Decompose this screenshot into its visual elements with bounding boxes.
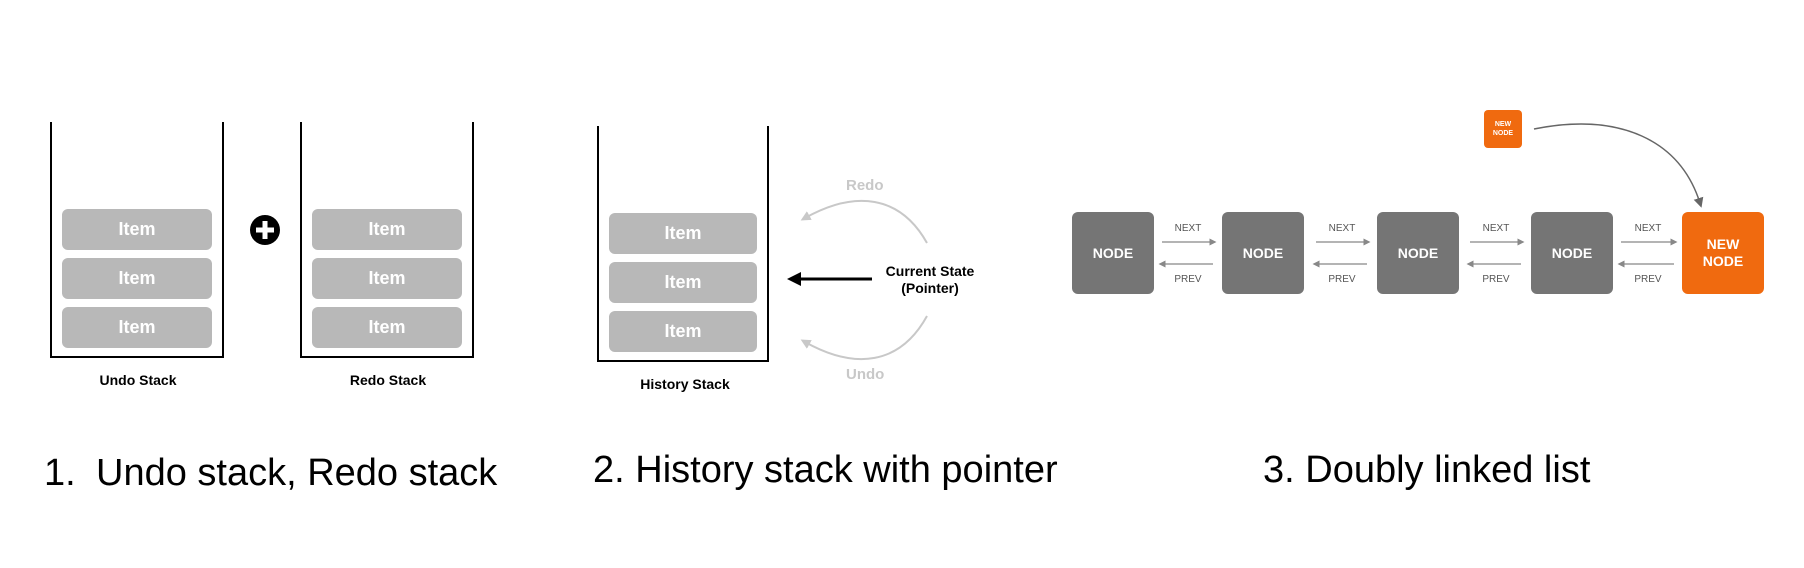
redo-stack-item: Item bbox=[312, 258, 462, 299]
caption-undo-redo-number: 1. bbox=[44, 452, 76, 494]
history-stack: Item Item Item bbox=[597, 126, 769, 362]
redo-stack-label: Redo Stack bbox=[349, 372, 427, 388]
next-label: NEXT bbox=[1634, 223, 1662, 234]
prev-label: PREV bbox=[1482, 274, 1510, 285]
new-node-line1: NEW bbox=[1706, 236, 1740, 252]
redo-stack-item: Item bbox=[312, 307, 462, 348]
history-stack-label: History Stack bbox=[640, 376, 730, 392]
next-label: NEXT bbox=[1174, 223, 1202, 234]
redo-stack-item: Item bbox=[312, 209, 462, 250]
current-state-title: Current State bbox=[885, 263, 975, 279]
undo-arrow bbox=[800, 315, 928, 361]
insert-arrow bbox=[1533, 123, 1704, 208]
undo-stack-item: Item bbox=[62, 307, 212, 348]
history-stack-item: Item bbox=[609, 311, 757, 352]
incoming-new-node: NEW NODE bbox=[1484, 110, 1522, 148]
caption-undo-redo: Undo stack, Redo stack bbox=[96, 452, 498, 494]
incoming-node-line2: NODE bbox=[1492, 130, 1514, 137]
current-state-subtitle: (Pointer) bbox=[901, 280, 959, 296]
undo-label: Undo bbox=[846, 366, 885, 383]
next-label: NEXT bbox=[1328, 223, 1356, 234]
current-state-label: Current State (Pointer) bbox=[860, 263, 1000, 297]
redo-label: Redo bbox=[846, 177, 884, 194]
undo-stack: Item Item Item bbox=[50, 122, 224, 358]
list-node: NODE bbox=[1377, 212, 1459, 294]
prev-label: PREV bbox=[1634, 274, 1662, 285]
caption-history-stack: 2. History stack with pointer bbox=[593, 449, 1058, 491]
redo-stack: Item Item Item bbox=[300, 122, 474, 358]
incoming-node-line1: NEW bbox=[1494, 121, 1512, 128]
redo-arrow bbox=[800, 199, 928, 244]
new-node-line2: NODE bbox=[1702, 253, 1744, 269]
undo-stack-item: Item bbox=[62, 258, 212, 299]
prev-label: PREV bbox=[1328, 274, 1356, 285]
undo-stack-label: Undo Stack bbox=[99, 372, 177, 388]
history-stack-item: Item bbox=[609, 262, 757, 303]
history-stack-item: Item bbox=[609, 213, 757, 254]
undo-stack-item: Item bbox=[62, 209, 212, 250]
list-node: NODE bbox=[1072, 212, 1154, 294]
new-node: NEW NODE bbox=[1682, 212, 1764, 294]
caption-doubly-linked-list: 3. Doubly linked list bbox=[1263, 449, 1591, 491]
list-node: NODE bbox=[1531, 212, 1613, 294]
prev-label: PREV bbox=[1174, 274, 1202, 285]
next-label: NEXT bbox=[1482, 223, 1510, 234]
list-node: NODE bbox=[1222, 212, 1304, 294]
